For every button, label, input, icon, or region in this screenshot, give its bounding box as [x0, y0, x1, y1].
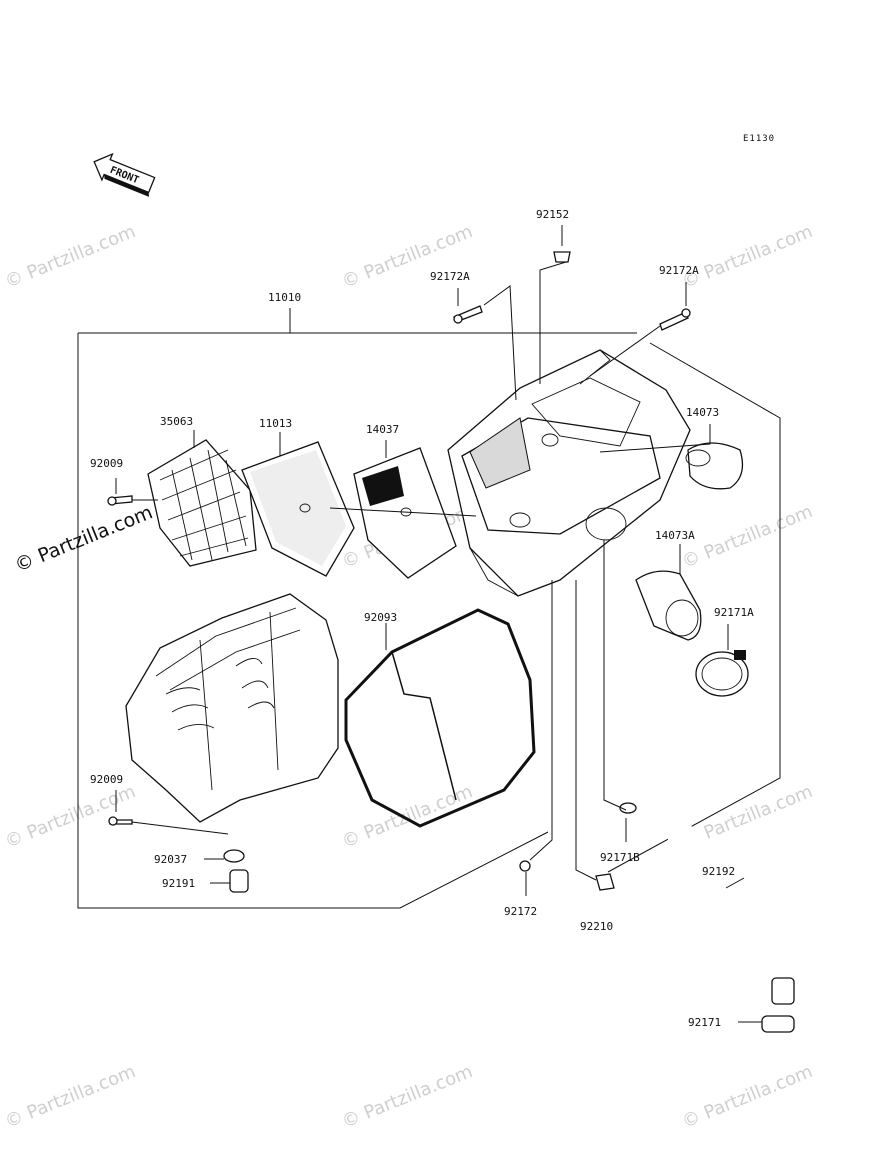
watermark: © Partzilla.com — [339, 781, 476, 853]
diagram-code: E1130 — [743, 134, 775, 144]
watermark: © Partzilla.com — [679, 501, 816, 573]
duct-14073A — [635, 570, 702, 641]
watermark: © Partzilla.com — [679, 1061, 816, 1133]
filter-element-14037 — [353, 447, 457, 579]
clamp-92171A — [695, 650, 749, 697]
small-parts — [107, 251, 795, 1033]
part-label: 92009 — [90, 773, 123, 786]
part-label: 92171 — [688, 1016, 721, 1029]
filter-element-11013 — [241, 441, 355, 577]
watermark: © Partzilla.com — [339, 1061, 476, 1133]
leader-lines — [115, 225, 762, 1023]
watermark: © Partzilla.com — [679, 221, 816, 293]
watermark: © Partzilla.com — [2, 221, 139, 293]
watermark: © Partzilla.com — [2, 781, 139, 853]
part-label: 92172A — [430, 270, 470, 283]
part-label: 92152 — [536, 208, 569, 221]
part-label: 92009 — [90, 457, 123, 470]
gasket-92093 — [344, 608, 536, 828]
part-label: 92210 — [580, 920, 613, 933]
air-cleaner-housing — [447, 349, 691, 597]
part-labels: 11010 92172A 92152 92172A 35063 11013 14… — [90, 208, 754, 1029]
filter-grid-35063 — [147, 439, 257, 567]
assembly-outline — [77, 332, 781, 909]
part-label: 92172A — [659, 264, 699, 277]
part-label: 92192 — [702, 865, 735, 878]
part-label: 11013 — [259, 417, 292, 430]
air-cleaner-cover — [125, 593, 339, 823]
front-arrow-icon: FRONT — [93, 152, 156, 197]
part-label: 14037 — [366, 423, 399, 436]
part-label: 92171A — [714, 606, 754, 619]
part-label: 11010 — [268, 291, 301, 304]
side-watermark: © Partzilla.com — [12, 501, 156, 576]
part-label: 14073 — [686, 406, 719, 419]
part-label: 35063 — [160, 415, 193, 428]
part-label: 92191 — [162, 877, 195, 890]
watermark-layer: © Partzilla.com © Partzilla.com © Partzi… — [2, 221, 816, 1133]
part-label: 14073A — [655, 529, 695, 542]
part-label: 92171B — [600, 851, 640, 864]
watermark: © Partzilla.com — [2, 1061, 139, 1133]
duct-14073 — [685, 442, 744, 490]
part-label: 92172 — [504, 905, 537, 918]
part-label: 92037 — [154, 853, 187, 866]
part-label: 92093 — [364, 611, 397, 624]
